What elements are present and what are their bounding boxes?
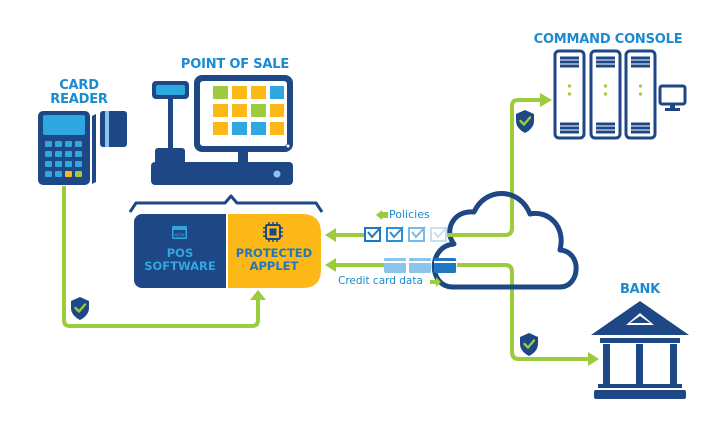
code-window-icon: </>	[172, 226, 187, 239]
checkbox-icon	[430, 226, 448, 242]
card-reader-label-line1: CARD	[59, 78, 99, 93]
credit-card-icon	[409, 258, 431, 273]
server-status-lights	[567, 84, 643, 96]
checkbox-icon	[386, 226, 404, 242]
point-of-sale-label: POINT OF SALE	[180, 57, 290, 72]
server-rack-icon	[553, 49, 657, 140]
arrow-into-applet-policies	[325, 228, 336, 242]
credit-card-icon	[434, 258, 456, 273]
policies-connector	[335, 98, 540, 237]
grouping-brace	[128, 194, 324, 213]
shield-check-icon	[69, 295, 91, 322]
arrow-into-command-console	[540, 93, 552, 107]
pos-software-label-line2: SOFTWARE	[144, 259, 216, 273]
card-reader-icon	[38, 111, 127, 185]
protected-applet-box	[228, 214, 321, 288]
arrow-into-applet-data	[325, 258, 336, 272]
pos-software-label-line1: POS	[166, 246, 194, 260]
protected-applet-label: PROTECTED APPLET	[228, 247, 320, 273]
policies-arrow-icon	[376, 210, 388, 220]
protected-applet-label-line1: PROTECTED	[235, 246, 313, 260]
pos-software-box	[134, 214, 226, 288]
card-data-connector	[335, 263, 588, 361]
card-data-arrow-icon	[430, 277, 441, 287]
credit-card-icon	[384, 258, 406, 273]
shield-check-icon	[514, 108, 536, 135]
bank-icon	[591, 301, 689, 399]
card-reader-to-applet-connector	[62, 186, 260, 328]
arrow-into-applet	[250, 290, 266, 300]
checkbox-icon	[408, 226, 426, 242]
card-reader-label: CARD READER	[44, 79, 114, 107]
monitor-icon	[658, 84, 687, 111]
pos-terminal-icon	[151, 75, 293, 185]
chip-icon	[263, 222, 283, 242]
command-console-label: COMMAND CONSOLE	[533, 32, 683, 47]
cloud-icon	[431, 191, 579, 290]
credit-card-icons	[384, 258, 456, 273]
checkbox-icon	[364, 226, 382, 242]
shield-check-icon	[518, 331, 540, 358]
pos-software-label: POS SOFTWARE	[134, 247, 226, 273]
policies-label: Policies	[389, 208, 430, 221]
svg-text:</>: </>	[174, 233, 186, 239]
arrow-into-bank	[588, 352, 599, 366]
card-reader-label-line2: READER	[50, 92, 108, 107]
bank-label: BANK	[619, 282, 661, 297]
credit-card-data-label: Credit card data	[338, 275, 423, 287]
protected-applet-label-line2: APPLET	[249, 259, 299, 273]
policy-checkboxes	[364, 226, 448, 242]
